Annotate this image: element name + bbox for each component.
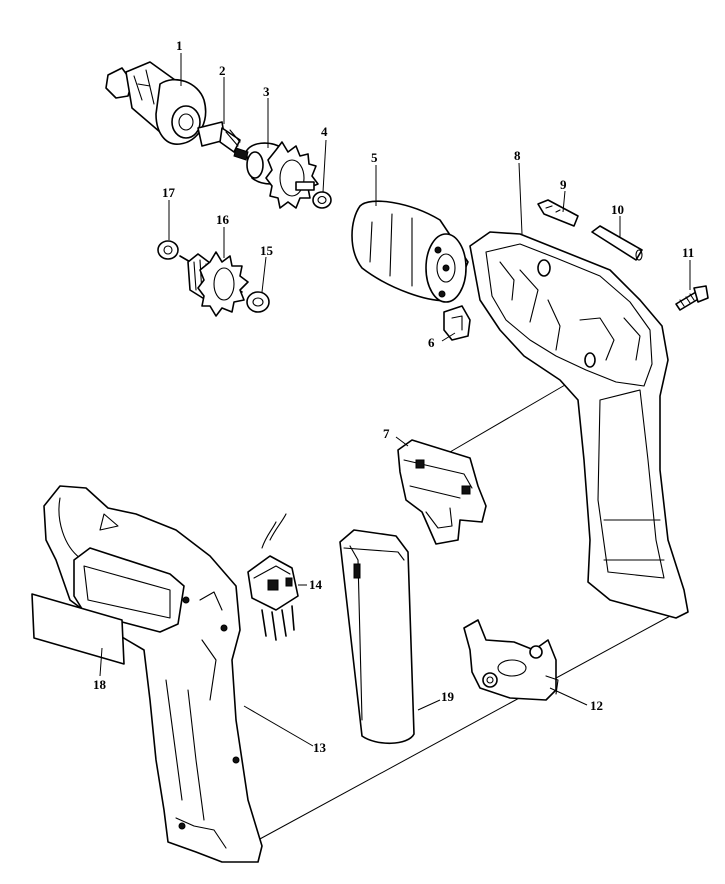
callout-4: 4 — [321, 124, 328, 139]
callout-16: 16 — [216, 212, 230, 227]
callout-7: 7 — [383, 426, 390, 441]
callout-2: 2 — [219, 63, 226, 78]
motor — [351, 200, 469, 303]
spindle — [197, 121, 241, 153]
callout-18: 18 — [93, 677, 107, 692]
right-housing — [469, 231, 689, 619]
name-plate — [31, 593, 125, 665]
terminal-plate — [463, 619, 559, 701]
intermediate-gear — [179, 251, 249, 317]
reversing-switch — [247, 513, 299, 641]
brush-holder — [443, 305, 471, 341]
bearing-4 — [312, 191, 332, 209]
callout-6: 6 — [428, 335, 435, 350]
switch — [397, 439, 487, 545]
battery — [339, 529, 415, 745]
spindle-gear — [233, 141, 319, 209]
callout-11: 11 — [682, 245, 694, 260]
left-housing — [43, 485, 263, 863]
callout-19: 19 — [441, 689, 455, 704]
callout-13: 13 — [313, 740, 327, 755]
bearing-15 — [246, 291, 270, 313]
chuck — [105, 61, 207, 145]
callout-5: 5 — [371, 150, 378, 165]
callout-17: 17 — [162, 185, 176, 200]
assembly-guide-lines — [257, 384, 673, 841]
callout-15: 15 — [260, 243, 274, 258]
callout-12: 12 — [590, 698, 603, 713]
callout-10: 10 — [611, 202, 624, 217]
callout-8: 8 — [514, 148, 521, 163]
bearing-17 — [157, 240, 179, 260]
callout-labels: 1 2 3 4 5 6 7 8 9 10 11 12 13 14 15 16 1… — [93, 38, 694, 755]
sleeve — [591, 225, 643, 261]
leader-lines — [99, 53, 691, 747]
screw — [675, 285, 709, 311]
callout-1: 1 — [176, 38, 183, 53]
pin — [537, 199, 579, 227]
callout-3: 3 — [263, 84, 270, 99]
callout-9: 9 — [560, 177, 567, 192]
callout-14: 14 — [309, 577, 323, 592]
